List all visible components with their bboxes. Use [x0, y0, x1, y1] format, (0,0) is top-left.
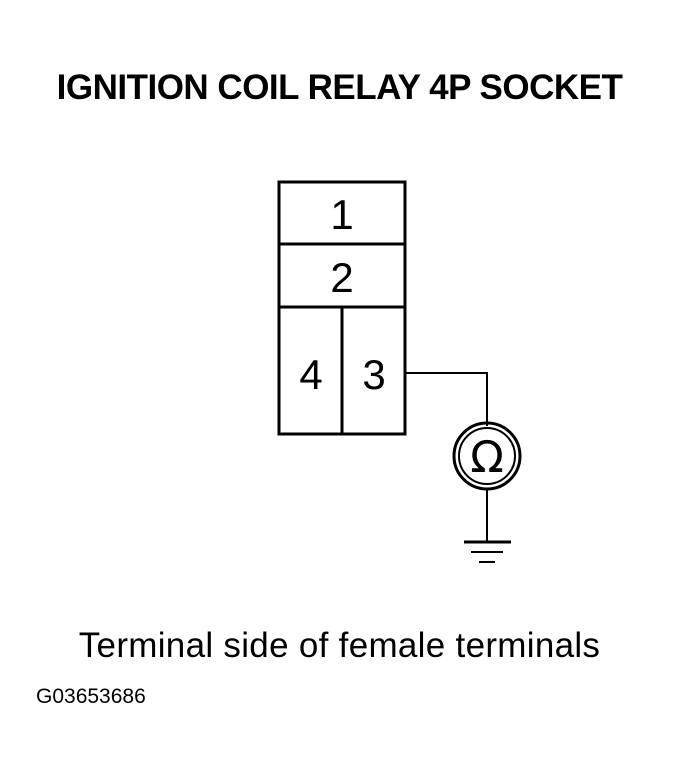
diagram-caption: Terminal side of female terminals [78, 626, 601, 665]
terminal-4-label: 4 [299, 351, 322, 398]
terminal-1-label: 1 [330, 191, 353, 238]
terminal-3-label: 3 [362, 351, 385, 398]
terminal-2-label: 2 [330, 254, 353, 301]
ohm-icon: Ω [470, 432, 504, 483]
figure-id: G03653686 [36, 685, 146, 708]
ohmmeter-inner-ring [458, 427, 516, 485]
probe-wire [405, 372, 488, 426]
diagram-title: IGNITION COIL RELAY 4P SOCKET [56, 68, 623, 107]
ground-icon [464, 540, 511, 563]
